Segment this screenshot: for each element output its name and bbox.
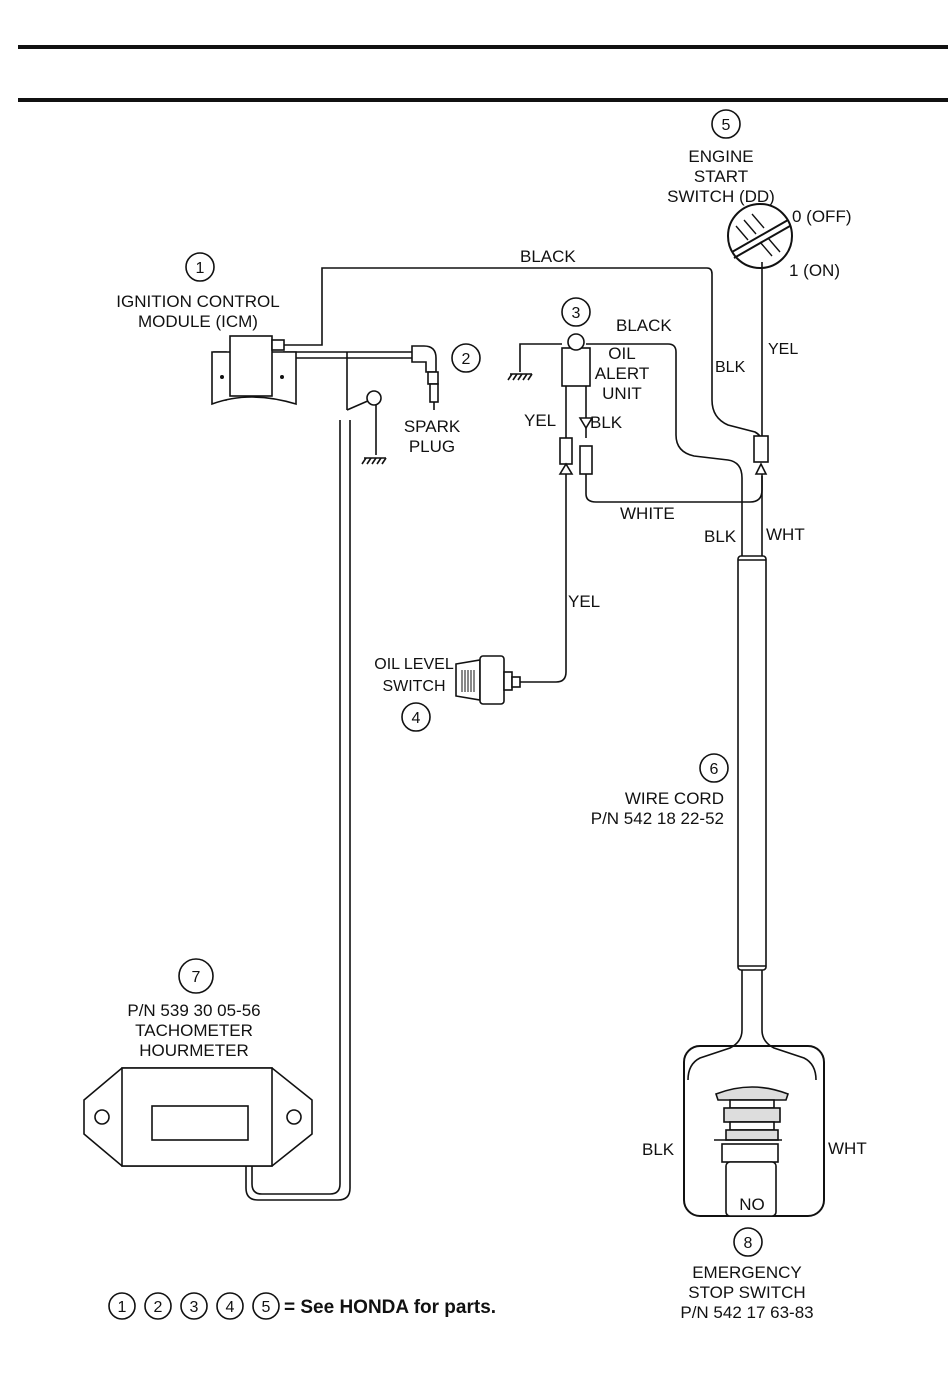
svg-text:2: 2 bbox=[154, 1299, 163, 1316]
footer-bubble-3: 3 bbox=[180, 1292, 208, 1320]
tachometer-label-2: TACHOMETER bbox=[135, 1021, 253, 1040]
bubble-2: 2 bbox=[451, 343, 481, 373]
wire-tach-ground bbox=[346, 399, 377, 455]
svg-text:8: 8 bbox=[744, 1235, 753, 1252]
estop-label-3: P/N 542 17 63-83 bbox=[680, 1303, 813, 1322]
svg-text:2: 2 bbox=[462, 351, 471, 368]
engine-start-switch bbox=[727, 203, 793, 269]
ground-symbol-icm bbox=[361, 457, 387, 465]
wire-black-top bbox=[283, 267, 763, 443]
wire-label-yel-oil: YEL bbox=[524, 411, 556, 430]
ignition-control-module bbox=[211, 335, 297, 406]
estop-contact-label: NO bbox=[739, 1195, 765, 1214]
bubble-6: 6 bbox=[699, 753, 729, 783]
svg-text:4: 4 bbox=[412, 710, 421, 727]
wire-label-black-oil: BLACK bbox=[616, 316, 672, 335]
connector-blk-oil bbox=[578, 417, 594, 475]
svg-text:5: 5 bbox=[262, 1299, 271, 1316]
oil-alert-label-1: OIL bbox=[608, 344, 635, 363]
start-switch-label-2: START bbox=[694, 167, 748, 186]
wire-cord-label-2: P/N 542 18 22-52 bbox=[591, 809, 724, 828]
icm-label-1: IGNITION CONTROL bbox=[116, 292, 279, 311]
bubble-5: 5 bbox=[711, 109, 741, 139]
bubble-4: 4 bbox=[401, 702, 431, 732]
footer-bubble-1: 1 bbox=[108, 1292, 136, 1320]
svg-text:3: 3 bbox=[190, 1299, 199, 1316]
oil-level-label-2: SWITCH bbox=[382, 678, 445, 695]
svg-text:6: 6 bbox=[710, 761, 719, 778]
wire-label-blk-cord: BLK bbox=[704, 527, 737, 546]
wire-label-white: WHITE bbox=[620, 504, 675, 523]
footer-bubble-5: 5 bbox=[252, 1292, 280, 1320]
footer-bubble-4: 4 bbox=[216, 1292, 244, 1320]
connector-yel-oil bbox=[558, 437, 574, 475]
bubble-8: 8 bbox=[733, 1227, 763, 1257]
footer-honda-note: 1 2 3 4 5 = See HONDA for parts. bbox=[108, 1292, 496, 1320]
bubble-3: 3 bbox=[561, 297, 591, 327]
wire-yel-level bbox=[518, 474, 567, 683]
wire-cord-label-1: WIRE CORD bbox=[625, 789, 724, 808]
svg-text:1: 1 bbox=[196, 260, 205, 277]
wire-label-yel-level: YEL bbox=[568, 592, 600, 611]
ground-terminal-icm bbox=[366, 390, 382, 406]
wire-tach-cable-a bbox=[251, 420, 341, 1195]
tachometer-label-3: HOURMETER bbox=[139, 1041, 249, 1060]
wire-oil-ground bbox=[519, 343, 562, 372]
oil-alert-unit bbox=[561, 333, 591, 387]
wire-label-wht-estop: WHT bbox=[828, 1139, 867, 1158]
footer-text: = See HONDA for parts. bbox=[284, 1297, 496, 1318]
tachometer-label-1: P/N 539 30 05-56 bbox=[127, 1001, 260, 1020]
start-switch-label-3: SWITCH (DD) bbox=[667, 187, 775, 206]
svg-text:1: 1 bbox=[118, 1299, 127, 1316]
wire-blk-estop bbox=[687, 970, 743, 1081]
spark-plug-label-1: SPARK bbox=[404, 417, 461, 436]
spark-plug-label-2: PLUG bbox=[409, 437, 455, 456]
wire-label-blk-oil: BLK bbox=[590, 413, 623, 432]
estop-label-2: STOP SWITCH bbox=[688, 1283, 805, 1302]
wire-label-black-top: BLACK bbox=[520, 247, 576, 266]
connector-yel-switch bbox=[753, 435, 769, 475]
bubble-7: 7 bbox=[178, 958, 214, 994]
icm-label-2: MODULE (ICM) bbox=[138, 312, 258, 331]
footer-bubble-2: 2 bbox=[144, 1292, 172, 1320]
svg-text:3: 3 bbox=[572, 305, 581, 322]
estop-label-1: EMERGENCY bbox=[692, 1263, 802, 1282]
oil-alert-label-3: UNIT bbox=[602, 384, 642, 403]
bubble-1: 1 bbox=[185, 252, 215, 282]
start-switch-on: 1 (ON) bbox=[789, 261, 840, 280]
wire-label-blk-switch: BLK bbox=[715, 359, 746, 376]
svg-text:4: 4 bbox=[226, 1299, 235, 1316]
svg-text:7: 7 bbox=[192, 969, 201, 986]
wire-tach-cable-b bbox=[245, 420, 351, 1201]
wire-cord-sheath bbox=[737, 555, 767, 971]
oil-alert-label-2: ALERT bbox=[595, 364, 650, 383]
oil-level-switch bbox=[455, 655, 521, 705]
start-switch-label-1: ENGINE bbox=[688, 147, 753, 166]
ground-symbol-oil bbox=[507, 373, 533, 381]
wire-wht-estop bbox=[761, 970, 817, 1081]
start-switch-off: 0 (OFF) bbox=[792, 207, 852, 226]
oil-level-label-1: OIL LEVEL bbox=[374, 656, 454, 673]
wire-black-oil bbox=[586, 343, 743, 556]
estop-switch-graphic bbox=[714, 1086, 789, 1217]
wire-label-wht-cord: WHT bbox=[766, 525, 805, 544]
tachometer-hourmeter bbox=[83, 1067, 313, 1167]
svg-text:5: 5 bbox=[722, 117, 731, 134]
wire-label-yel-switch: YEL bbox=[768, 341, 798, 358]
wire-label-blk-estop: BLK bbox=[642, 1140, 675, 1159]
spark-plug bbox=[411, 345, 439, 410]
wire-white bbox=[585, 474, 763, 503]
